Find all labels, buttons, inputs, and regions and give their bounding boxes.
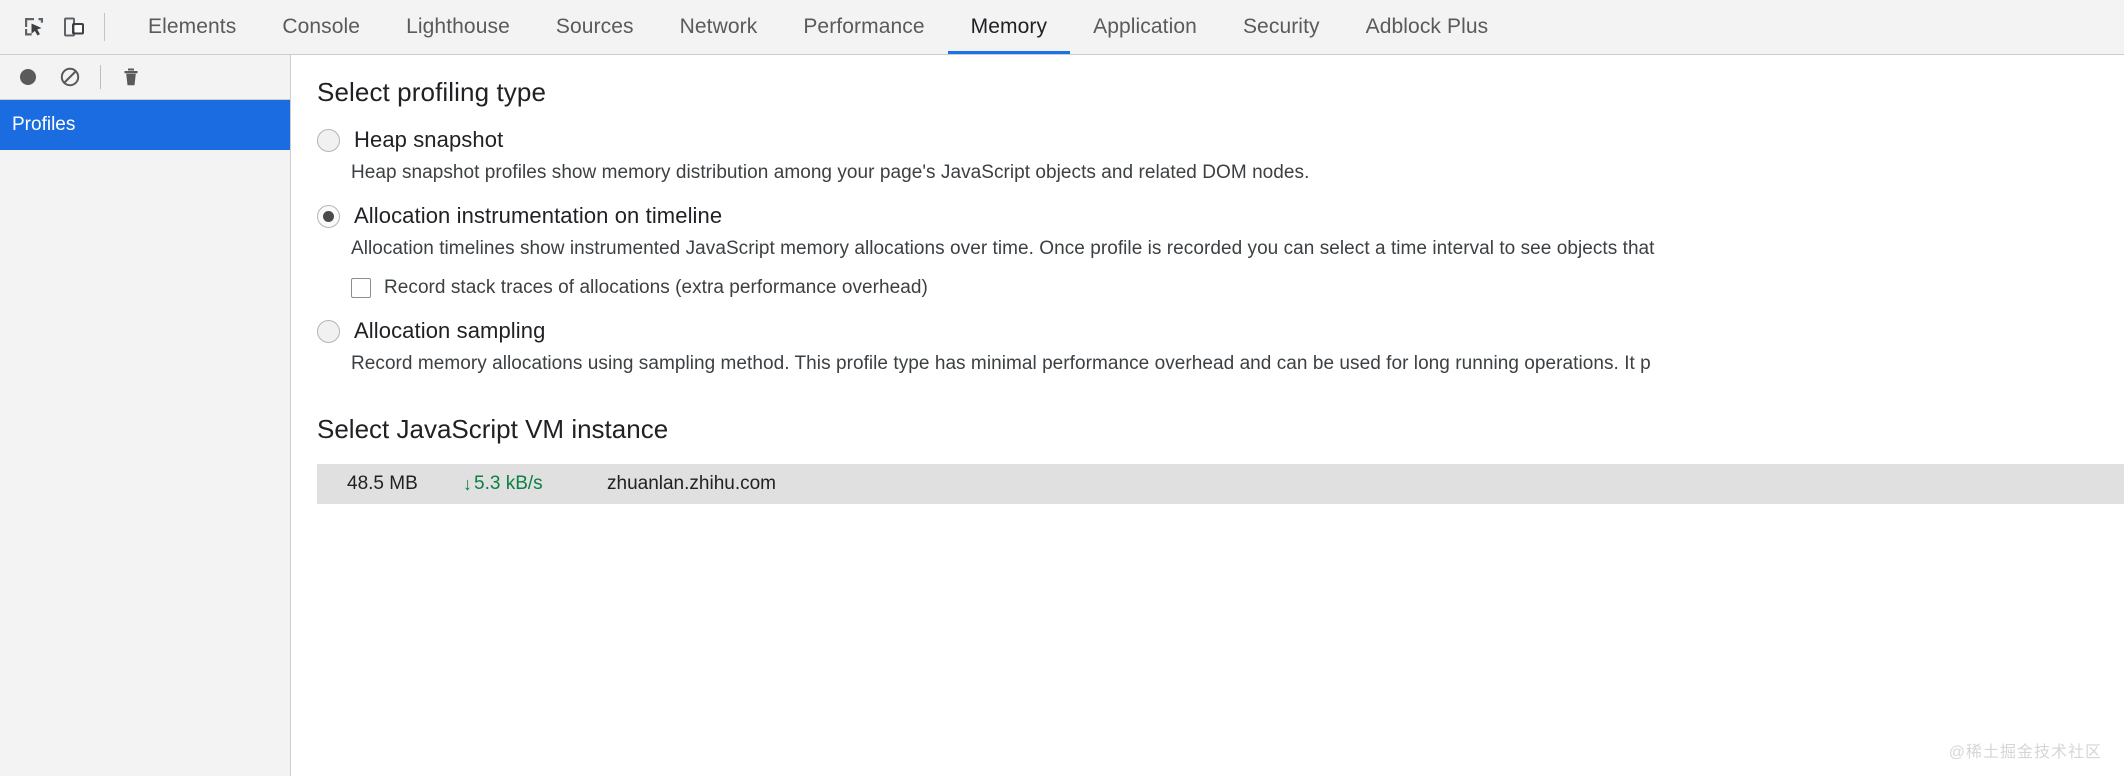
- tabbar-divider: [104, 13, 105, 41]
- vm-origin: zhuanlan.zhihu.com: [607, 473, 776, 494]
- option-heap-snapshot-head[interactable]: Heap snapshot: [317, 127, 2124, 153]
- option-description: Allocation timelines show instrumented J…: [351, 238, 1655, 259]
- vm-rate-value: 5.3 kB/s: [474, 473, 543, 494]
- record-stack-traces-checkbox-icon[interactable]: [351, 278, 371, 298]
- tab-security[interactable]: Security: [1220, 0, 1343, 54]
- option-label: Allocation instrumentation on timeline: [354, 203, 723, 228]
- profiling-type-heading: Select profiling type: [317, 77, 547, 107]
- inspect-element-icon[interactable]: [14, 7, 54, 47]
- tab-label: Application: [1093, 15, 1197, 38]
- tab-label: Memory: [970, 15, 1048, 38]
- device-toolbar-icon[interactable]: [54, 7, 94, 47]
- vm-instance-heading: Select JavaScript VM instance: [317, 414, 669, 444]
- record-stack-traces-label: Record stack traces of allocations (extr…: [384, 277, 928, 298]
- devtools-body: Profiles Select profiling type Heap snap…: [0, 55, 2124, 776]
- tab-memory[interactable]: Memory: [947, 0, 1071, 54]
- clear-button[interactable]: [52, 59, 88, 95]
- option-allocation-sampling-head[interactable]: Allocation sampling: [317, 318, 2124, 344]
- sidebar-toolbar-divider: [100, 65, 101, 89]
- vm-memory-value: 48.5 MB: [347, 473, 418, 494]
- tab-lighthouse[interactable]: Lighthouse: [383, 0, 533, 54]
- option-allocation-instrumentation-head[interactable]: Allocation instrumentation on timeline: [317, 203, 2124, 229]
- watermark: @稀土掘金技术社区: [1948, 744, 2102, 761]
- vm-instance-row[interactable]: 48.5 MB ↓5.3 kB/s zhuanlan.zhihu.com: [317, 464, 2124, 504]
- record-button[interactable]: [10, 59, 46, 95]
- memory-sidebar: Profiles: [0, 55, 291, 776]
- tab-sources[interactable]: Sources: [533, 0, 657, 54]
- tab-label: Security: [1242, 15, 1320, 38]
- tab-label: Performance: [803, 15, 925, 38]
- tab-elements[interactable]: Elements: [125, 0, 259, 54]
- sidebar-empty-area: [0, 150, 290, 776]
- tab-console[interactable]: Console: [259, 0, 383, 54]
- record-stack-traces-checkbox-row[interactable]: Record stack traces of allocations (extr…: [351, 277, 2124, 299]
- tab-label: Console: [282, 15, 361, 38]
- tabbar-tabs: Elements Console Lighthouse Sources Netw…: [125, 0, 1511, 54]
- option-label: Allocation sampling: [354, 318, 546, 343]
- option-heap-snapshot[interactable]: Heap snapshot Heap snapshot profiles sho…: [317, 127, 2124, 184]
- tab-performance[interactable]: Performance: [780, 0, 947, 54]
- radio-allocation-instrumentation-icon[interactable]: [317, 204, 340, 228]
- memory-main-panel: Select profiling type Heap snapshot Heap…: [291, 55, 2124, 776]
- trash-icon[interactable]: [113, 59, 149, 95]
- option-label: Heap snapshot: [354, 127, 504, 152]
- devtools-tabbar: Elements Console Lighthouse Sources Netw…: [0, 0, 2124, 55]
- option-description: Record memory allocations using sampling…: [351, 353, 1651, 374]
- tab-label: Adblock Plus: [1365, 15, 1489, 38]
- tab-application[interactable]: Application: [1070, 0, 1220, 54]
- vm-rate: ↓5.3 kB/s: [463, 473, 571, 495]
- tab-label: Lighthouse: [406, 15, 510, 38]
- tabbar-left-icons: [0, 0, 125, 54]
- tab-adblock-plus[interactable]: Adblock Plus: [1343, 0, 1512, 54]
- download-arrow-icon: ↓: [463, 474, 472, 494]
- tab-label: Elements: [148, 15, 237, 38]
- sidebar-toolbar: [0, 55, 290, 100]
- sidebar-item-label: Profiles: [12, 114, 76, 135]
- radio-allocation-sampling-icon[interactable]: [317, 319, 340, 343]
- sidebar-item-profiles[interactable]: Profiles: [0, 100, 290, 150]
- option-allocation-sampling[interactable]: Allocation sampling Record memory alloca…: [317, 318, 2124, 375]
- option-description: Heap snapshot profiles show memory distr…: [351, 162, 1310, 183]
- tab-label: Sources: [555, 15, 634, 38]
- radio-heap-snapshot-icon[interactable]: [317, 128, 340, 152]
- option-allocation-instrumentation[interactable]: Allocation instrumentation on timeline A…: [317, 203, 2124, 299]
- vm-instance-list-empty: [317, 504, 2124, 654]
- vm-instance-list: 48.5 MB ↓5.3 kB/s zhuanlan.zhihu.com: [317, 464, 2124, 654]
- tab-network[interactable]: Network: [657, 0, 781, 54]
- tab-label: Network: [679, 15, 758, 38]
